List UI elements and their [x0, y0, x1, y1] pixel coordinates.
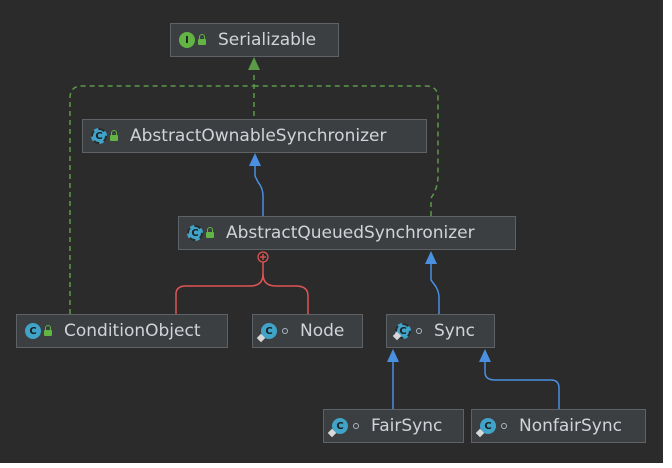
node-label: AbstractOwnableSynchronizer [130, 126, 387, 146]
node-label: Serializable [218, 30, 317, 50]
node-condition-object[interactable]: C ConditionObject [16, 314, 228, 348]
abstract-class-icon: C [91, 128, 107, 144]
public-lock-icon [198, 34, 206, 45]
class-icon: C [25, 323, 41, 339]
edge-node-inner-of-aqs [262, 273, 309, 314]
implements-arrowhead [248, 57, 260, 70]
extends-arrowhead-aqs [425, 251, 437, 264]
package-private-icon [501, 423, 507, 429]
package-private-icon [353, 423, 359, 429]
public-lock-icon [110, 130, 118, 141]
edge-aqs-extends-aos [254, 165, 264, 216]
node-label: FairSync [371, 416, 443, 436]
public-lock-icon [206, 227, 214, 238]
package-private-icon [416, 328, 422, 334]
package-private-icon [282, 328, 288, 334]
node-label: Sync [434, 321, 475, 341]
inner-class-icon: C [332, 418, 348, 434]
node-sync[interactable]: C Sync [386, 314, 495, 348]
extends-arrowhead-aos [249, 153, 261, 166]
extends-arrowhead-sync-right [479, 349, 491, 362]
edge-conditionobject-inner-of-aqs [175, 262, 264, 314]
node-label: ConditionObject [64, 321, 201, 341]
extends-arrowhead-sync-left [387, 349, 399, 362]
diagram-edges [69, 57, 560, 409]
uml-diagram-canvas: I Serializable C AbstractOwnableSynchron… [0, 0, 663, 463]
node-fair-sync[interactable]: C FairSync [323, 409, 464, 443]
inner-class-marker-icon [257, 251, 269, 263]
inner-abstract-class-icon: C [395, 323, 411, 339]
edge-condition-implements-serializable [69, 85, 254, 314]
edge-nonfairsync-extends-sync [484, 362, 560, 409]
inner-class-icon: C [480, 418, 496, 434]
node-abstract-ownable-synchronizer[interactable]: C AbstractOwnableSynchronizer [82, 119, 427, 153]
inner-class-icon: C [261, 323, 277, 339]
edge-sync-extends-aqs [430, 262, 440, 314]
node-node[interactable]: C Node [252, 314, 363, 348]
node-abstract-queued-synchronizer[interactable]: C AbstractQueuedSynchronizer [178, 216, 516, 250]
abstract-class-icon: C [187, 225, 203, 241]
node-label: Node [300, 321, 345, 341]
node-label: NonfairSync [519, 416, 622, 436]
node-label: AbstractQueuedSynchronizer [226, 223, 475, 243]
node-nonfair-sync[interactable]: C NonfairSync [471, 409, 646, 443]
interface-icon: I [179, 32, 195, 48]
node-serializable[interactable]: I Serializable [170, 23, 339, 57]
public-lock-icon [44, 325, 52, 336]
